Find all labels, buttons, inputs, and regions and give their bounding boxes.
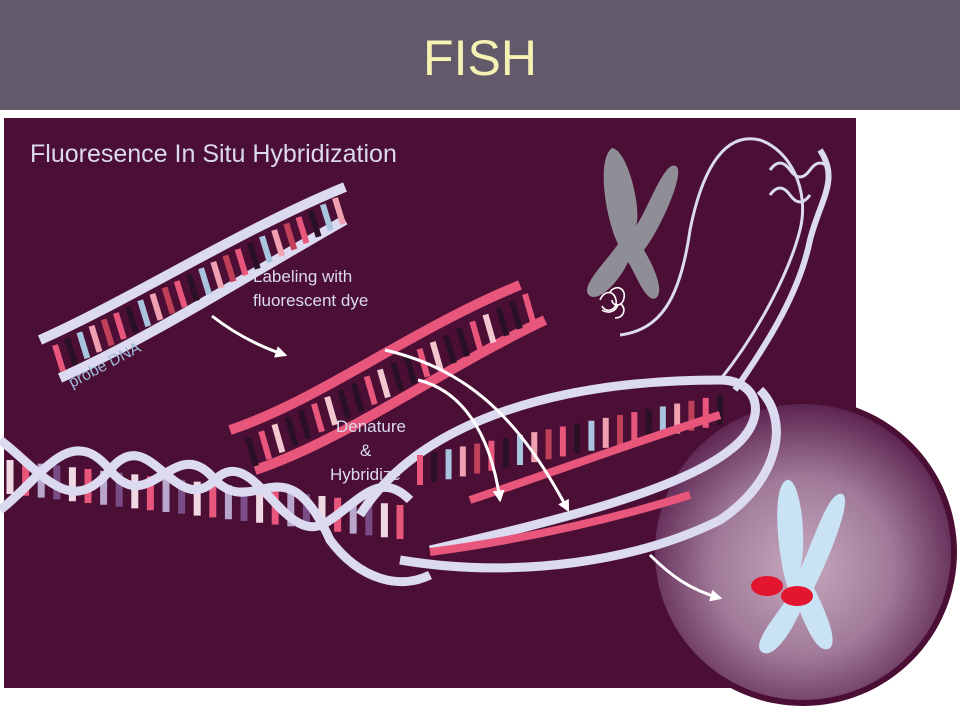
base-pair xyxy=(429,341,444,371)
base-pair xyxy=(337,389,352,419)
base-pair xyxy=(198,267,212,296)
arrow-to-nucleus xyxy=(648,553,723,602)
base-pair xyxy=(390,361,404,392)
base-pair xyxy=(161,286,176,315)
base-pair xyxy=(100,318,115,347)
double-helix-probe-icon xyxy=(37,182,348,383)
base-pair xyxy=(271,229,285,257)
chromosome-icon xyxy=(587,148,679,319)
base-pair xyxy=(283,222,298,251)
base-pair xyxy=(295,216,310,245)
base-pair xyxy=(173,280,188,308)
fish-illustration: Fluoresence In Situ Hybridization probe … xyxy=(0,118,957,706)
denature-label-line3: Hybridize xyxy=(330,465,401,484)
process-arrows xyxy=(211,314,723,602)
base-pair xyxy=(76,331,91,360)
base-pair xyxy=(350,382,365,412)
denatured-genomic-dna xyxy=(356,375,781,573)
base-pair xyxy=(246,241,261,270)
base-pair xyxy=(258,430,273,460)
slide-title: FISH xyxy=(423,30,537,86)
base-pair xyxy=(234,248,249,277)
base-pair xyxy=(113,312,127,340)
diagram-heading: Fluoresence In Situ Hybridization xyxy=(30,140,397,168)
base-pair xyxy=(210,261,225,289)
denature-label-line1: Denature xyxy=(336,417,406,436)
base-pair xyxy=(332,197,346,225)
base-pair xyxy=(522,293,536,323)
labeled-probe-icon xyxy=(228,280,548,475)
base-pair xyxy=(377,368,391,399)
chromosome-dna-strand xyxy=(619,137,832,392)
labeling-label-line1: Labeling with xyxy=(253,267,352,286)
base-pair xyxy=(137,299,152,328)
base-pair xyxy=(88,324,103,353)
arrow-hybridize-1 xyxy=(384,348,570,513)
base-pair xyxy=(259,235,273,264)
base-pair xyxy=(363,375,378,406)
labeling-label-line2: fluorescent dye xyxy=(253,291,368,310)
denature-label-line2: & xyxy=(360,441,372,460)
title-bar xyxy=(0,0,960,110)
base-pair xyxy=(125,305,139,334)
base-pair xyxy=(222,254,237,283)
base-pair xyxy=(52,344,66,372)
base-pair xyxy=(245,437,259,467)
fluorescent-signal-right xyxy=(781,586,813,606)
base-pair xyxy=(324,396,339,426)
fluorescent-signal-left xyxy=(751,576,783,596)
base-pair xyxy=(469,320,484,351)
base-pair xyxy=(284,416,299,447)
base-pair xyxy=(456,327,470,358)
base-pair xyxy=(186,273,200,302)
hybridized-chromosome-icon xyxy=(751,479,846,654)
base-pair xyxy=(271,423,286,454)
cell-nucleus-icon xyxy=(649,398,957,706)
base-pair xyxy=(319,203,334,232)
base-pair xyxy=(495,306,510,337)
base-pair xyxy=(297,409,312,440)
genomic-dna-helix xyxy=(0,436,433,586)
base-pair xyxy=(64,337,79,366)
base-pair xyxy=(482,313,497,344)
arrow-hybridize-2 xyxy=(417,378,505,503)
base-pair xyxy=(508,300,523,330)
base-pair xyxy=(307,209,322,238)
arrow-labeling xyxy=(211,314,288,358)
base-pair xyxy=(149,292,164,321)
base-pair xyxy=(403,354,418,385)
base-pair xyxy=(311,402,325,433)
base-pair xyxy=(442,334,457,364)
